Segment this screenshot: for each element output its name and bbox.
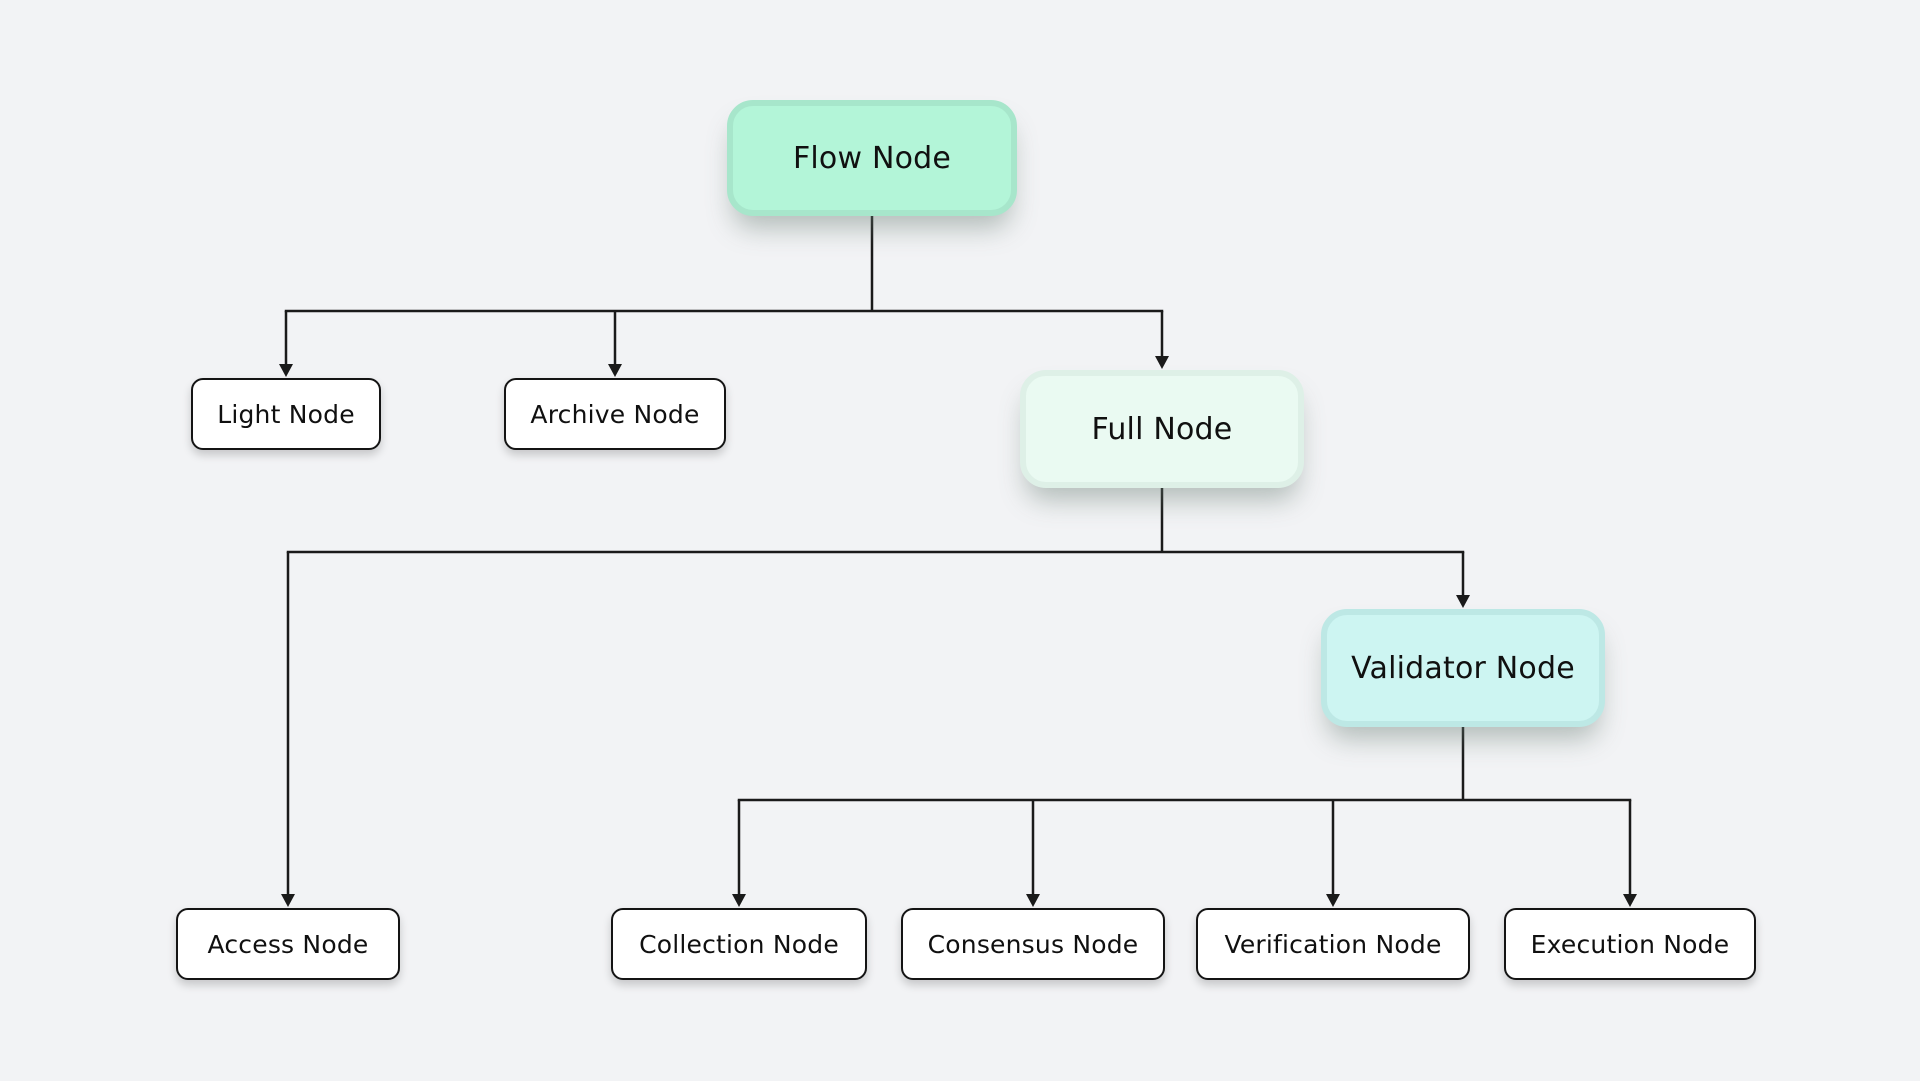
node-validator[interactable]: Validator Node: [1321, 609, 1605, 727]
node-label-full: Full Node: [1091, 411, 1233, 447]
node-consensus[interactable]: Consensus Node: [901, 908, 1165, 980]
node-flow[interactable]: Flow Node: [727, 100, 1017, 216]
node-label-collection: Collection Node: [639, 929, 839, 959]
edge-arrow-validator-verification: [1326, 894, 1340, 907]
node-full[interactable]: Full Node: [1020, 370, 1304, 488]
node-label-light: Light Node: [217, 399, 355, 429]
node-label-verification: Verification Node: [1224, 929, 1442, 959]
node-label-flow: Flow Node: [792, 140, 952, 176]
edge-arrow-flow-archive: [608, 364, 622, 377]
node-collection[interactable]: Collection Node: [611, 908, 867, 980]
node-label-access: Access Node: [207, 929, 369, 959]
edge-arrow-flow-full: [1155, 356, 1169, 369]
edge-arrow-flow-light: [279, 364, 293, 377]
node-label-archive: Archive Node: [530, 399, 700, 429]
edge-arrow-validator-consensus: [1026, 894, 1040, 907]
edge-arrow-full-validator: [1456, 595, 1470, 608]
edge-arrow-validator-collection: [732, 894, 746, 907]
node-label-execution: Execution Node: [1530, 929, 1730, 959]
node-label-validator: Validator Node: [1351, 650, 1575, 686]
node-label-consensus: Consensus Node: [927, 929, 1139, 959]
node-verification[interactable]: Verification Node: [1196, 908, 1470, 980]
node-light[interactable]: Light Node: [191, 378, 381, 450]
edge-arrow-full-access: [281, 894, 295, 907]
node-execution[interactable]: Execution Node: [1504, 908, 1756, 980]
edge-arrow-validator-execution: [1623, 894, 1637, 907]
node-archive[interactable]: Archive Node: [504, 378, 726, 450]
node-access[interactable]: Access Node: [176, 908, 400, 980]
